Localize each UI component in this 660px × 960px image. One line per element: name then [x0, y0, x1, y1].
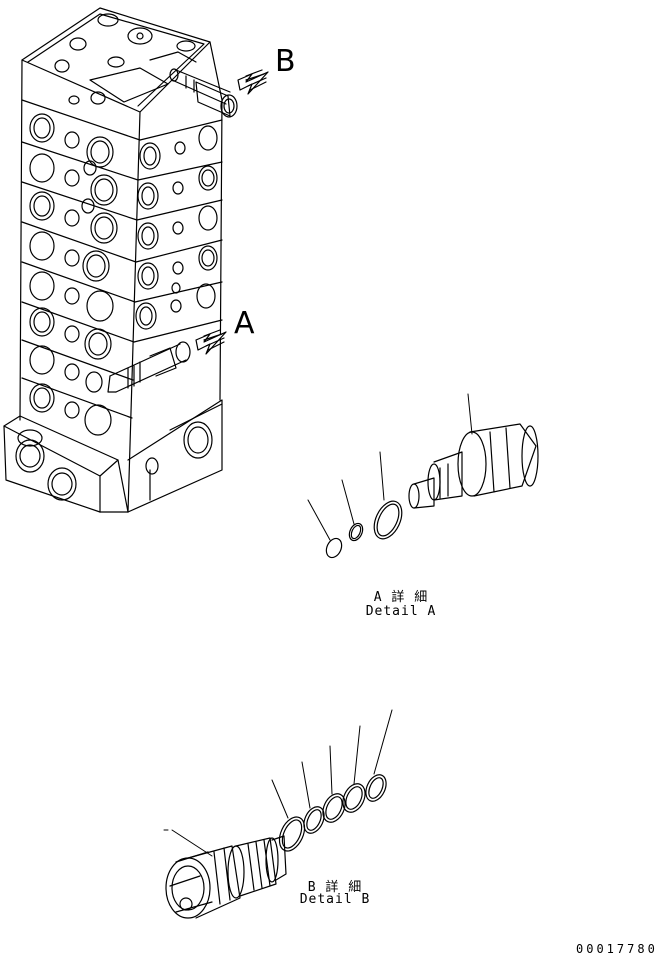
right-face-ports [136, 126, 217, 329]
detail-a-leader-lines [308, 394, 472, 540]
arrow-b-icon [238, 70, 268, 94]
detail-a-backup-ring [323, 536, 344, 560]
detail-b-o-ring-4 [339, 780, 370, 816]
detail-a-caption-en: Detail A [365, 604, 437, 619]
relief-valve-b-installed [170, 69, 237, 117]
control-valve-body [4, 8, 237, 512]
arrow-a-icon [196, 330, 226, 354]
drawing-part-number: 00017780 [576, 942, 658, 956]
relief-valve-a-installed [108, 342, 190, 392]
callout-a-label: A [234, 306, 255, 341]
detail-a-relief-valve [409, 424, 538, 508]
detail-a-o-ring-small [347, 521, 365, 542]
left-face-ports [30, 114, 117, 435]
detail-b-caption-en: Detail B [299, 892, 371, 907]
detail-a-o-ring-large [369, 497, 408, 543]
detail-b-o-ring-1 [274, 813, 309, 855]
callout-b-label: B [275, 44, 296, 79]
detail-b-o-ring-2 [300, 804, 328, 837]
detail-b-relief-valve [166, 836, 286, 918]
detail-b-o-ring-3 [319, 790, 350, 826]
detail-a-caption-jp: A 詳 細 [373, 590, 429, 605]
detail-b-caption-jp: B 詳 細 [307, 880, 363, 895]
detail-b-leader-lines [164, 710, 392, 856]
valve-base-block [4, 400, 222, 512]
detail-b-o-ring-5 [362, 772, 390, 805]
